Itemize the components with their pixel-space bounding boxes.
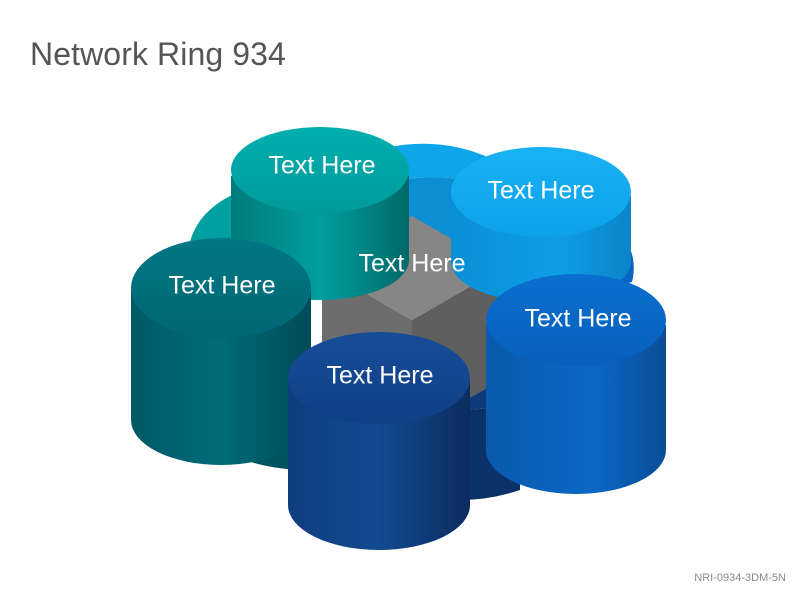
node-label-darkteal: Text Here	[169, 272, 276, 300]
node-label-lightblue: Text Here	[488, 177, 595, 205]
node-label-navy: Text Here	[327, 362, 434, 390]
node-cylinder-darkteal	[131, 238, 311, 465]
node-cylinder-lightblue	[451, 147, 631, 302]
node-cylinder-navy	[288, 332, 470, 550]
slide-code: NRI-0934-3DM-5N	[694, 572, 786, 584]
slide-title: Network Ring 934	[30, 36, 286, 72]
node-cylinder-blue	[486, 274, 666, 494]
center-label: Text Here	[359, 250, 466, 278]
node-top-navy	[288, 332, 470, 424]
node-label-teal: Text Here	[269, 152, 376, 180]
node-label-blue: Text Here	[525, 305, 632, 333]
node-top-blue	[486, 274, 666, 366]
node-top-teal	[231, 127, 409, 213]
node-top-darkteal	[131, 238, 311, 338]
node-top-lightblue	[451, 147, 631, 237]
node-cylinder-teal	[231, 127, 409, 300]
